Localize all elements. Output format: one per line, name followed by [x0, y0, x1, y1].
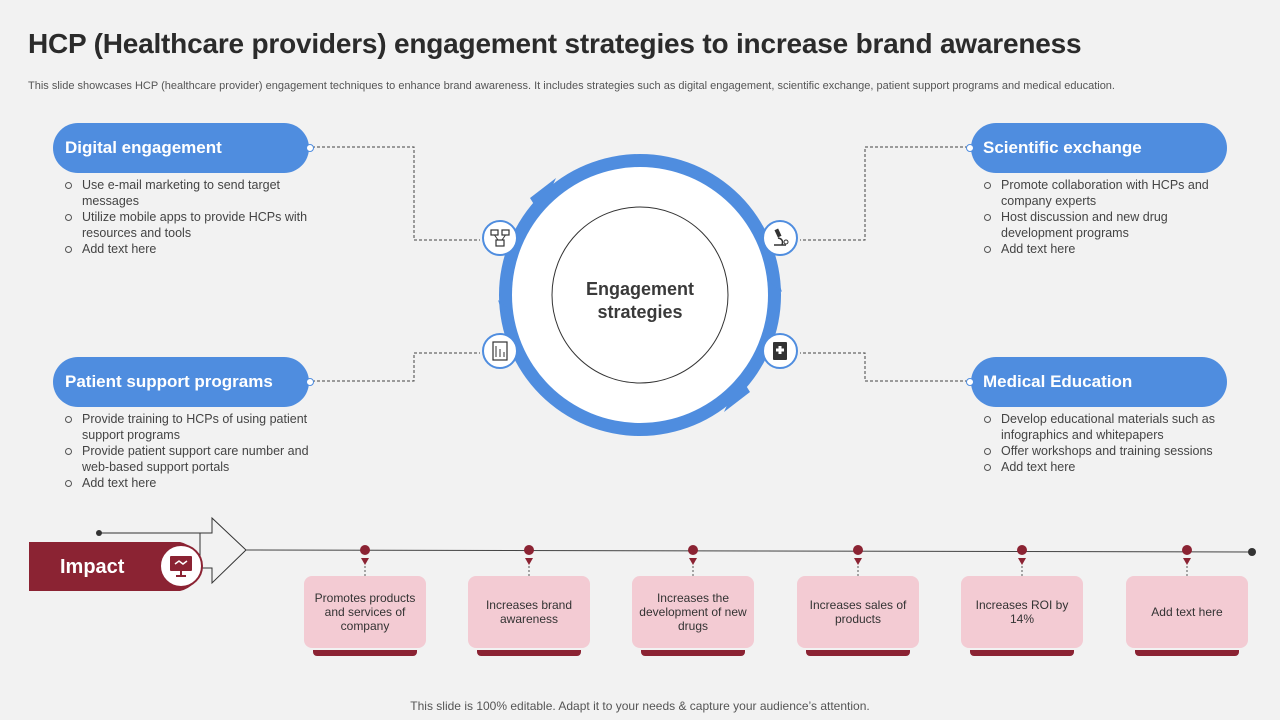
- strategy-label: Patient support programs: [65, 372, 273, 391]
- impact-item-base: [806, 650, 910, 656]
- timeline-markers: [360, 545, 1192, 576]
- connector-dot: [966, 144, 974, 152]
- impact-item-base: [1135, 650, 1239, 656]
- connector-dot: [966, 378, 974, 386]
- strategy-label: Scientific exchange: [983, 138, 1142, 157]
- list-item: Host discussion and new drug development…: [981, 209, 1221, 241]
- timeline-marker-4: [853, 545, 863, 576]
- medical-bullets: Develop educational materials such as in…: [981, 411, 1221, 475]
- impact-item-5: Increases ROI by 14%: [961, 576, 1083, 648]
- list-item: Add text here: [981, 459, 1221, 475]
- timeline-marker-5: [1017, 545, 1027, 576]
- list-item: Use e-mail marketing to send target mess…: [62, 177, 324, 209]
- list-item: Develop educational materials such as in…: [981, 411, 1221, 443]
- strategy-medical-education: Medical Education: [971, 357, 1227, 407]
- impact-item-base: [641, 650, 745, 656]
- connector-dot: [306, 144, 314, 152]
- list-item: Utilize mobile apps to provide HCPs with…: [62, 209, 324, 241]
- impact-item-6: Add text here: [1126, 576, 1248, 648]
- connector-dot: [306, 378, 314, 386]
- impact-item-base: [313, 650, 417, 656]
- strategy-digital-engagement: Digital engagement: [53, 123, 309, 173]
- list-item: Add text here: [62, 475, 324, 491]
- strategy-label: Medical Education: [983, 372, 1133, 391]
- strategy-label: Digital engagement: [65, 138, 222, 157]
- list-item: Add text here: [981, 241, 1221, 257]
- impact-timeline: [29, 516, 1256, 591]
- digital-bullets: Use e-mail marketing to send target mess…: [62, 177, 324, 257]
- connector-medical: [800, 352, 968, 382]
- footer-note: This slide is 100% editable. Adapt it to…: [410, 699, 870, 713]
- list-item: Provide training to HCPs of using patien…: [62, 411, 324, 443]
- presentation-handshake-icon: [168, 553, 194, 579]
- scientific-bullets: Promote collaboration with HCPs and comp…: [981, 177, 1221, 257]
- timeline-marker-3: [688, 545, 698, 576]
- timeline-marker-1: [360, 545, 370, 576]
- impact-item-base: [970, 650, 1074, 656]
- microscope-icon: [762, 220, 798, 256]
- list-item: Promote collaboration with HCPs and comp…: [981, 177, 1221, 209]
- list-item: Offer workshops and training sessions: [981, 443, 1221, 459]
- impact-item-4: Increases sales of products: [797, 576, 919, 648]
- impact-item-2: Increases brand awareness: [468, 576, 590, 648]
- timeline-marker-2: [524, 545, 534, 576]
- page-title: HCP (Healthcare providers) engagement st…: [28, 28, 1082, 59]
- impact-item-base: [477, 650, 581, 656]
- connector-lines: [312, 146, 968, 382]
- impact-item-1: Promotes products and services of compan…: [304, 576, 426, 648]
- center-label: Engagement strategies: [585, 279, 695, 322]
- list-item: Add text here: [62, 241, 324, 257]
- medical-book-icon: [762, 333, 798, 369]
- connector-digital: [312, 146, 480, 241]
- patient-bullets: Provide training to HCPs of using patien…: [62, 411, 324, 491]
- medical-chart-icon: [482, 333, 518, 369]
- ring-notches: [498, 178, 782, 412]
- connector-scientific: [800, 146, 968, 241]
- list-item: Provide patient support care number and …: [62, 443, 324, 475]
- network-computer-icon: [482, 220, 518, 256]
- impact-item-3: Increases the development of new drugs: [632, 576, 754, 648]
- center-circle: [551, 206, 729, 384]
- page-subtitle: This slide showcases HCP (healthcare pro…: [28, 80, 1115, 92]
- connector-patient: [312, 352, 480, 382]
- impact-label: Impact: [60, 556, 125, 578]
- timeline-marker-6: [1182, 545, 1192, 576]
- strategy-patient-support: Patient support programs: [53, 357, 309, 407]
- strategy-scientific-exchange: Scientific exchange: [971, 123, 1227, 173]
